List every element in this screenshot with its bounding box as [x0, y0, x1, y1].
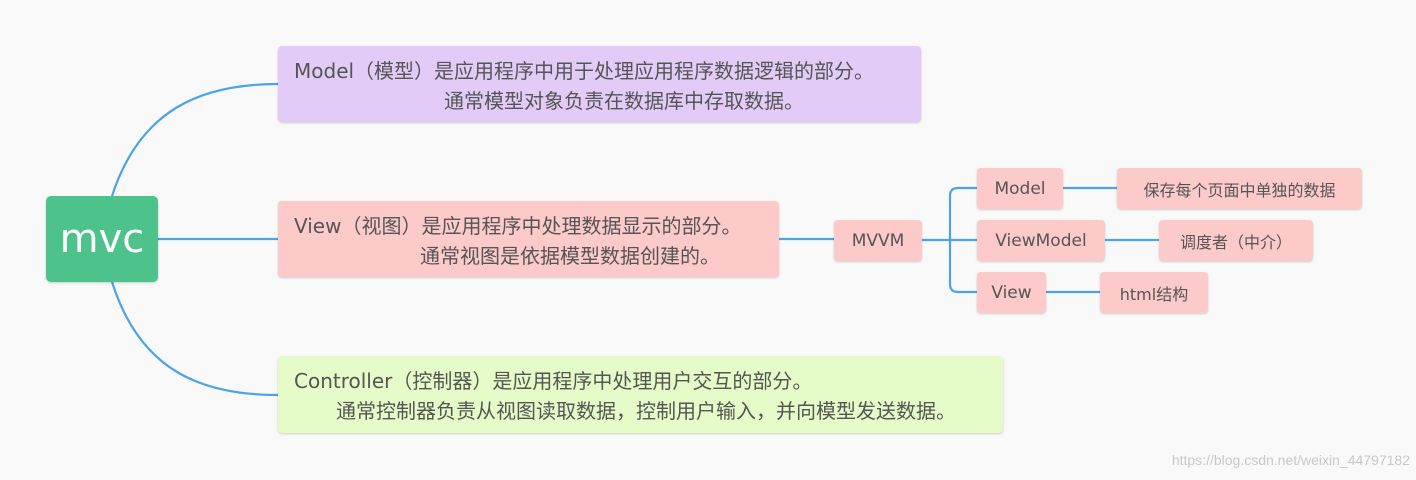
- edge-root-controller: [110, 281, 279, 397]
- mvvm-child-view-label: View: [991, 282, 1032, 303]
- detail-view[interactable]: html结构: [1100, 272, 1208, 313]
- detail-model-label: 保存每个页面中单独的数据: [1143, 180, 1336, 200]
- mvvm-label: MVVM: [851, 230, 905, 251]
- detail-view-label: html结构: [1119, 284, 1189, 304]
- model-line-2: 通常模型对象负责在数据库中存取数据。: [444, 89, 804, 113]
- edge-root-model: [110, 82, 279, 197]
- mvvm-child-viewmodel[interactable]: ViewModel: [977, 220, 1105, 261]
- detail-viewmodel-label: 调度者（中介）: [1179, 232, 1292, 252]
- branch-view[interactable]: View（视图）是应用程序中处理数据显示的部分。 通常视图是依据模型数据创建的。: [278, 201, 779, 277]
- controller-line-2: 通常控制器负责从视图读取数据，控制用户输入，并向模型发送数据。: [336, 399, 956, 423]
- model-line-1: Model（模型）是应用程序中用于处理应用程序数据逻辑的部分。: [294, 59, 875, 83]
- detail-viewmodel[interactable]: 调度者（中介）: [1159, 220, 1313, 261]
- branch-controller[interactable]: Controller（控制器）是应用程序中处理用户交互的部分。 通常控制器负责从…: [278, 356, 1003, 433]
- mvvm-node[interactable]: MVVM: [834, 220, 922, 261]
- branch-model[interactable]: Model（模型）是应用程序中用于处理应用程序数据逻辑的部分。 通常模型对象负责…: [278, 46, 921, 122]
- edge-mvvm-children: [922, 186, 977, 294]
- root-node-mvc[interactable]: mvc: [46, 196, 158, 282]
- detail-model[interactable]: 保存每个页面中单独的数据: [1117, 168, 1362, 209]
- watermark-text: https://blog.csdn.net/weixin_44797182: [1171, 452, 1410, 468]
- mvvm-child-view[interactable]: View: [977, 272, 1046, 313]
- mvvm-child-viewmodel-label: ViewModel: [995, 230, 1087, 251]
- view-line-2: 通常视图是依据模型数据创建的。: [420, 244, 720, 268]
- view-line-1: View（视图）是应用程序中处理数据显示的部分。: [294, 214, 742, 238]
- mvvm-child-model[interactable]: Model: [977, 168, 1063, 209]
- controller-line-1: Controller（控制器）是应用程序中处理用户交互的部分。: [294, 369, 813, 393]
- root-label: mvc: [59, 216, 145, 262]
- mvvm-child-model-label: Model: [994, 178, 1046, 199]
